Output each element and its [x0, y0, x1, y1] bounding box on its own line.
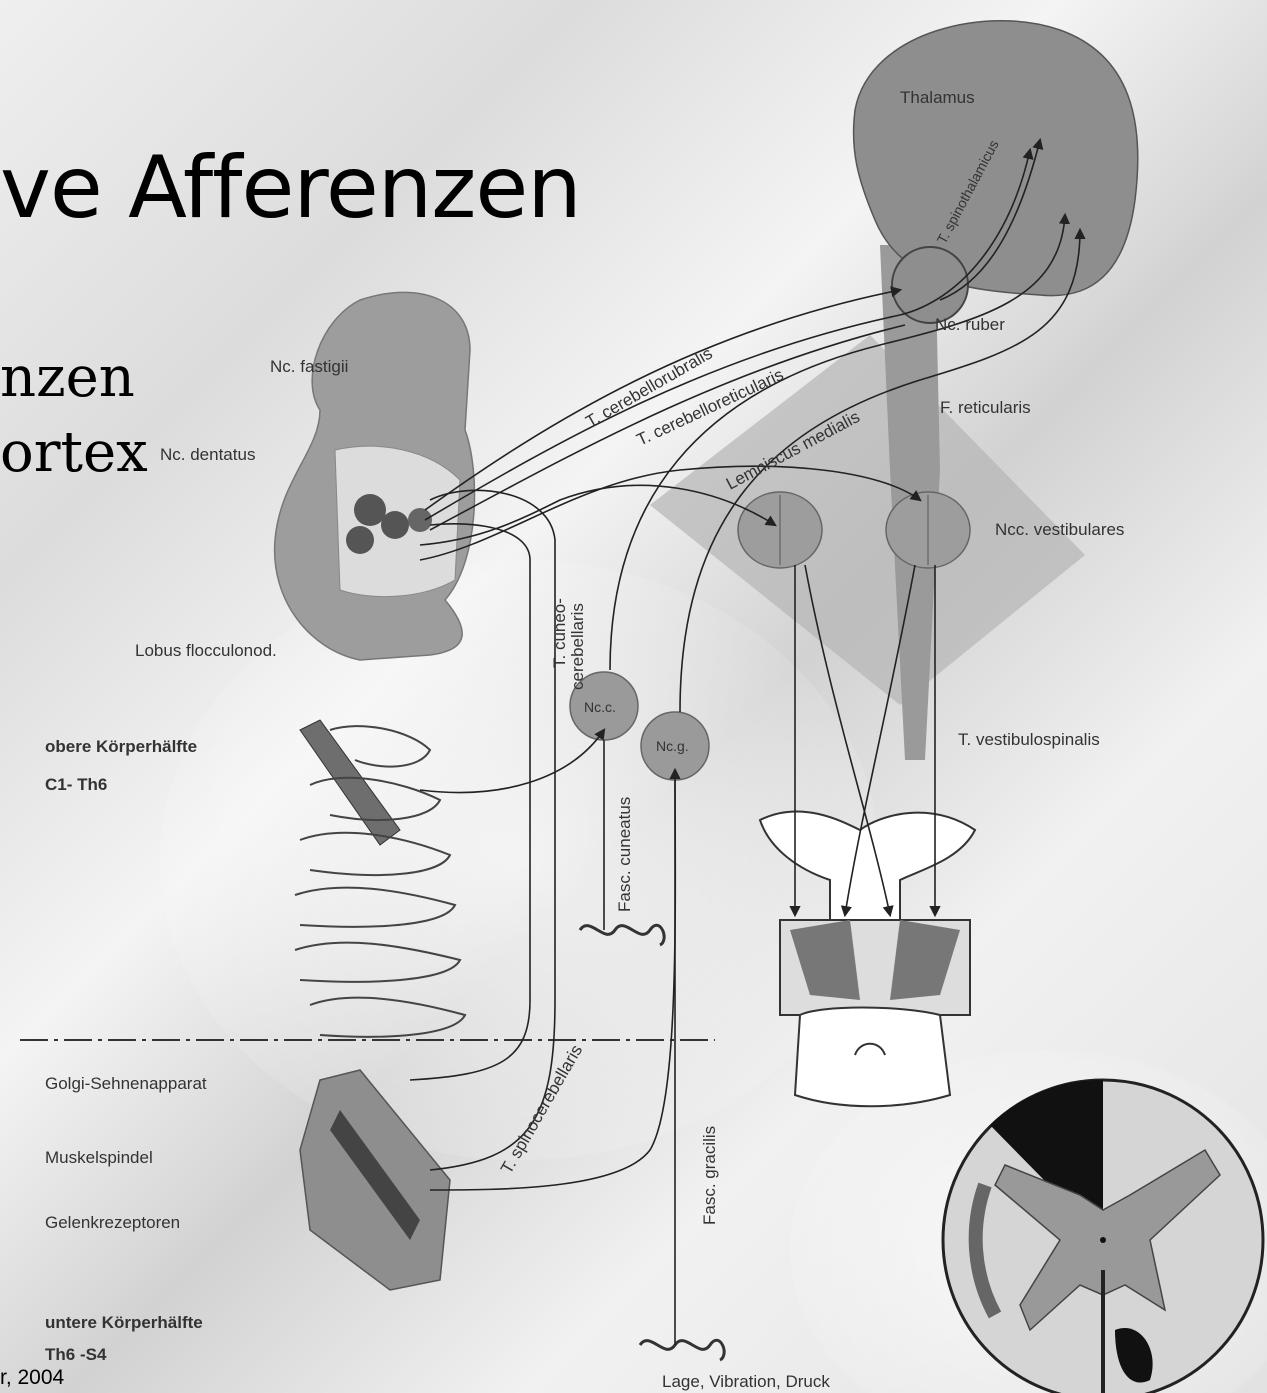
spinal-cord-cross-section — [943, 1080, 1263, 1393]
label-muskelspindel: Muskelspindel — [45, 1148, 153, 1167]
label-th6-s4: Th6 -S4 — [45, 1345, 107, 1364]
label-obere-koerperhaelfte: obere Körperhälfte — [45, 737, 197, 756]
label-untere-koerperhaelfte: untere Körperhälfte — [45, 1313, 203, 1332]
label-lage-vibration-druck: Lage, Vibration, Druck — [662, 1372, 830, 1391]
label-ncc-vestibulares: Ncc. vestibulares — [995, 520, 1124, 539]
label-cerebellaris: cerebellaris — [568, 603, 587, 690]
label-c1-th6: C1- Th6 — [45, 775, 107, 794]
bullet-line-2: ortex — [0, 420, 148, 485]
nc-fastigii-shape — [408, 508, 432, 532]
label-nc-fastigii: Nc. fastigii — [270, 357, 348, 376]
slide-title: ve Afferenzen — [0, 138, 581, 238]
label-lobus-flocculonod: Lobus flocculonod. — [135, 641, 277, 660]
label-nc-g: Nc.g. — [656, 738, 689, 754]
label-fasc-cuneatus: Fasc. cuneatus — [615, 797, 634, 912]
label-fasc-gracilis: Fasc. gracilis — [700, 1126, 719, 1225]
source-citation: r, 2004 — [0, 1366, 64, 1390]
label-golgi-sehnenapparat: Golgi-Sehnenapparat — [45, 1074, 207, 1093]
nc-dentatus-shape — [354, 494, 386, 526]
nc-dentatus-shape — [346, 526, 374, 554]
nc-dentatus-shape — [381, 511, 409, 539]
bullet-line-1: nzen — [0, 345, 135, 410]
label-gelenkrezeptoren: Gelenkrezeptoren — [45, 1213, 180, 1232]
label-nc-dentatus: Nc. dentatus — [160, 445, 255, 464]
vertebra-drawing — [760, 811, 975, 1106]
label-thalamus: Thalamus — [900, 88, 975, 107]
receptor-coil-lower — [640, 1340, 724, 1360]
label-nc-ruber: Nc. ruber — [935, 315, 1005, 334]
label-nc-c: Nc.c. — [584, 699, 616, 715]
label-t-vestibulospinalis: T. vestibulospinalis — [958, 730, 1100, 749]
label-t-cuneo: T. cuneo- — [550, 598, 569, 668]
label-f-reticularis: F. reticularis — [940, 398, 1031, 417]
